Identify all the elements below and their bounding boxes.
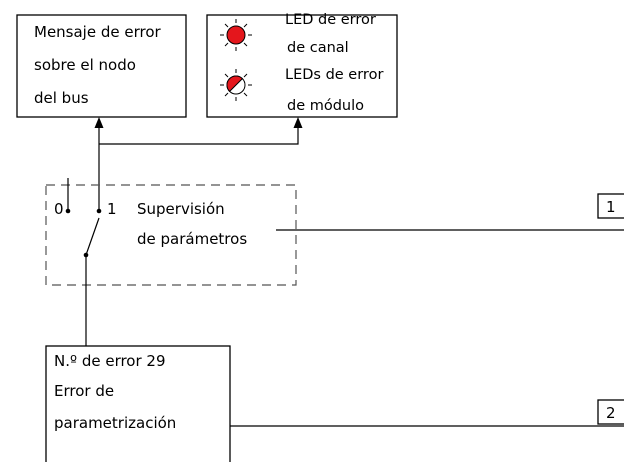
supervision-label-2: de parámetros	[137, 230, 247, 248]
switch-pos-1: 1	[107, 200, 117, 218]
module-error-led-icon	[220, 69, 252, 101]
module-led-label-1: LEDs de error	[285, 67, 383, 83]
led-box: LED de error de canal LEDs de error de m…	[206, 12, 398, 118]
error-number-line-2: Error de	[54, 382, 114, 400]
bus-message-box: Mensaje de error sobre el nodo del bus	[16, 14, 187, 118]
switch-pos-0: 0	[54, 200, 64, 218]
callout-1-label: 1	[606, 198, 616, 216]
callout-2: 2	[597, 399, 624, 425]
signal-lines	[94, 117, 303, 210]
error-number-line-1: N.º de error 29	[54, 352, 166, 370]
arrow-up-led-icon	[293, 117, 303, 128]
bus-message-line-1: Mensaje de error	[34, 23, 162, 41]
callout-1: 1	[597, 193, 624, 219]
bus-message-line-2: sobre el nodo	[34, 56, 136, 74]
switch-lever	[85, 217, 100, 256]
module-led-label-2: de módulo	[287, 98, 364, 114]
error-number-line-3: parametrización	[54, 414, 176, 432]
supervision-label-1: Supervisión	[137, 200, 225, 218]
callout-2-label: 2	[606, 404, 616, 422]
error-number-box: N.º de error 29 Error de parametrización	[45, 345, 231, 462]
parameter-supervision-block: 0 1 Supervisión de parámetros	[45, 178, 297, 286]
bus-message-line-3: del bus	[34, 89, 89, 107]
channel-led-label-2: de canal	[287, 40, 349, 56]
channel-error-led-icon	[220, 19, 252, 51]
channel-led-label-1: LED de error	[285, 12, 376, 28]
arrow-up-bus-icon	[94, 117, 104, 128]
